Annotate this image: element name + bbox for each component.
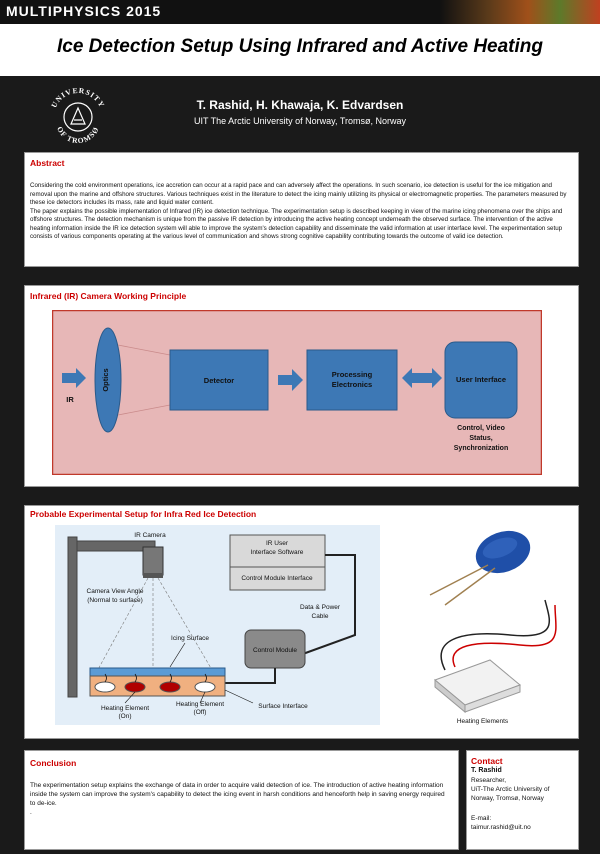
user-interface-label: User Interface [456, 375, 506, 384]
svg-text:UNIVERSITY: UNIVERSITY [49, 86, 106, 109]
conclusion-text: The experimentation setup explains the e… [30, 782, 445, 807]
heating-elements-image [400, 520, 565, 715]
contact-email-label: E-mail: [471, 815, 492, 822]
heating-off-label-1: Heating Element [176, 701, 224, 708]
setup-title: Probable Experimental Setup for Infra Re… [30, 509, 257, 519]
contact-org-1: UiT-The Arctic University of [471, 786, 550, 793]
control-label-1: Control, Video [457, 425, 505, 432]
contact-email[interactable]: taimur.rashid@uit.no [471, 824, 531, 831]
abstract-body: Considering the cold environment operati… [30, 182, 570, 242]
heating-off-label-2: (Off) [194, 709, 207, 716]
processing-ui-double-arrow [402, 368, 442, 388]
conclusion-panel [24, 750, 459, 850]
abstract-title: Abstract [30, 158, 65, 168]
icing-surface [89, 667, 226, 677]
ir-camera-label: IR Camera [134, 532, 166, 539]
surface-interface-label: Surface Interface [258, 703, 308, 710]
authors: T. Rashid, H. Khawaja, K. Edvardsen [196, 98, 404, 112]
data-power-cable [299, 554, 356, 656]
optics-lens [94, 327, 122, 433]
software-label-2: Interface Software [251, 549, 304, 556]
control-module-label: Control Module [253, 647, 297, 654]
control-label-3: Synchronization [454, 445, 508, 452]
user-interface-box [444, 341, 518, 419]
conclusion-body: The experimentation setup explains the e… [30, 782, 450, 818]
heating-element-on-2 [159, 681, 181, 693]
conclusion-title: Conclusion [30, 758, 77, 768]
setup-diagram: IR Camera Camera View Angle (Normal to s… [55, 525, 380, 725]
abstract-panel [24, 152, 579, 267]
heating-element-on-1 [124, 681, 146, 693]
svg-text:OF TROMSØ: OF TROMSØ [55, 125, 101, 145]
heating-on-label-2: (On) [119, 713, 132, 720]
contact-name: T. Rashid [471, 767, 502, 774]
software-box [229, 534, 326, 591]
affiliation: UIT The Arctic University of Norway, Tro… [193, 116, 407, 126]
control-module-interface-label: Control Module Interface [241, 575, 313, 582]
ir-camera-icon [142, 546, 164, 576]
control-label-2: Status, [469, 435, 492, 442]
processing-box [306, 349, 398, 411]
heating-element-off-1 [94, 681, 116, 693]
optics-label: Optics [101, 368, 110, 391]
detector-label: Detector [204, 376, 235, 385]
view-angle-label-2: (Normal to surface) [87, 597, 143, 604]
detector-box [169, 349, 269, 411]
data-power-label-2: Cable [312, 613, 329, 620]
detector-processing-arrow [278, 369, 303, 391]
contact-title: Contact [471, 756, 503, 766]
surface-plate [89, 675, 226, 697]
heating-elements-caption: Heating Elements [456, 718, 509, 725]
header-decoration-image [440, 0, 600, 24]
icing-surface-label: Icing Surface [171, 635, 209, 642]
contact-role: Researcher, [471, 777, 507, 784]
conference-name: MULTIPHYSICS 2015 [6, 3, 162, 19]
camera-stand [67, 536, 78, 698]
ir-label: IR [66, 395, 74, 404]
abstract-paragraph-1: Considering the cold environment operati… [30, 182, 567, 207]
camera-arm [76, 540, 156, 552]
processing-label-1: Processing [332, 370, 373, 379]
heating-on-label-1: Heating Element [101, 705, 149, 712]
data-power-label-1: Data & Power [300, 604, 341, 611]
software-label-1: IR User [266, 540, 289, 547]
heating-element-off-2 [194, 681, 216, 693]
logo-text-top: UNIVERSITY [49, 86, 105, 109]
logo-text-bottom: OF TROMSØ [55, 125, 100, 145]
conclusion-dot: . [30, 808, 32, 816]
poster-title: Ice Detection Setup Using Infrared and A… [56, 36, 543, 57]
contact-org-2: Norway, Tromsø, Norway [471, 795, 544, 802]
abstract-paragraph-2: The paper explains the possible implemen… [30, 207, 563, 241]
ir-principle-title: Infrared (IR) Camera Working Principle [30, 291, 187, 301]
title-bar [0, 24, 600, 76]
processing-label-2: Electronics [332, 380, 372, 389]
ir-principle-diagram: IR Optics Detector Processing Electronic… [52, 310, 542, 475]
ir-input-arrow [62, 368, 86, 388]
view-angle-label-1: Camera View Angle [87, 588, 144, 595]
contact-panel [466, 750, 579, 850]
university-logo: UNIVERSITY OF TROMSØ [49, 86, 106, 145]
